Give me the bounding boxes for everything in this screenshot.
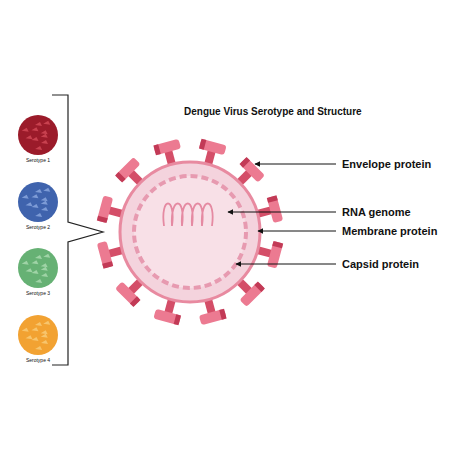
- virus-particle: [97, 139, 283, 325]
- serotype-texture: [35, 146, 42, 150]
- serotype-texture: [43, 254, 50, 258]
- serotype-texture: [26, 268, 33, 272]
- serotype-texture: [35, 189, 42, 193]
- diagram-title: Dengue Virus Serotype and Structure: [184, 106, 362, 117]
- serotype-texture: [22, 195, 29, 199]
- serotype-label: Serotype 2: [26, 224, 50, 230]
- serotype-texture: [41, 140, 48, 144]
- serotype-texture: [32, 337, 39, 341]
- capsid-shell: [134, 176, 246, 288]
- serotype-texture: [41, 130, 48, 134]
- serotype-texture: [41, 334, 48, 338]
- serotype-texture: [43, 121, 50, 125]
- serotype-texture: [31, 194, 38, 198]
- leader-lines: [228, 164, 336, 264]
- serotype-label: Serotype 3: [26, 290, 50, 296]
- serotype-texture: [32, 204, 39, 208]
- serotype-texture: [43, 321, 50, 325]
- serotype-texture: [41, 263, 48, 267]
- serotype-texture: [41, 197, 48, 201]
- serotype-texture: [31, 327, 38, 331]
- part-label: RNA genome: [342, 206, 411, 218]
- serotype-texture: [32, 270, 39, 274]
- serotype-label: Serotype 4: [26, 357, 50, 363]
- leader-line: [258, 231, 336, 232]
- serotype-texture: [31, 260, 38, 264]
- leader-line: [228, 212, 336, 213]
- serotype-texture: [35, 346, 42, 350]
- rna-genome: [163, 204, 212, 227]
- bracket: [52, 95, 103, 365]
- leader-line: [255, 164, 336, 165]
- serotype-texture: [43, 188, 50, 192]
- serotype-texture: [41, 273, 48, 277]
- serotype-texture: [35, 122, 42, 126]
- serotype-texture: [26, 202, 33, 206]
- serotype-texture: [35, 279, 42, 283]
- serotype-circle: [18, 248, 58, 288]
- leader-line: [236, 264, 336, 265]
- serotype-texture: [22, 261, 29, 265]
- serotype-texture: [22, 128, 29, 132]
- part-label: Envelope protein: [342, 158, 431, 170]
- part-label: Membrane protein: [342, 225, 437, 237]
- serotype-texture: [26, 335, 33, 339]
- serotype-texture: [35, 322, 42, 326]
- serotype-texture: [41, 201, 48, 205]
- serotype-texture: [41, 340, 48, 344]
- serotype-texture: [41, 134, 48, 138]
- serotype-texture: [26, 135, 33, 139]
- serotype-texture: [22, 328, 29, 332]
- serotype-texture: [35, 255, 42, 259]
- serotype-circle: [18, 315, 58, 355]
- serotype-texture: [31, 127, 38, 131]
- serotype-circle: [18, 115, 58, 155]
- lipid-envelope: [120, 162, 260, 302]
- serotype-texture: [41, 267, 48, 271]
- serotype-label: Serotype 1: [26, 157, 50, 163]
- serotype-texture: [41, 207, 48, 211]
- serotype-texture: [35, 213, 42, 217]
- serotype-texture: [41, 330, 48, 334]
- serotype-circle: [18, 182, 58, 222]
- serotype-texture: [32, 137, 39, 141]
- part-label: Capsid protein: [342, 258, 419, 270]
- serotype-icons: [18, 115, 58, 355]
